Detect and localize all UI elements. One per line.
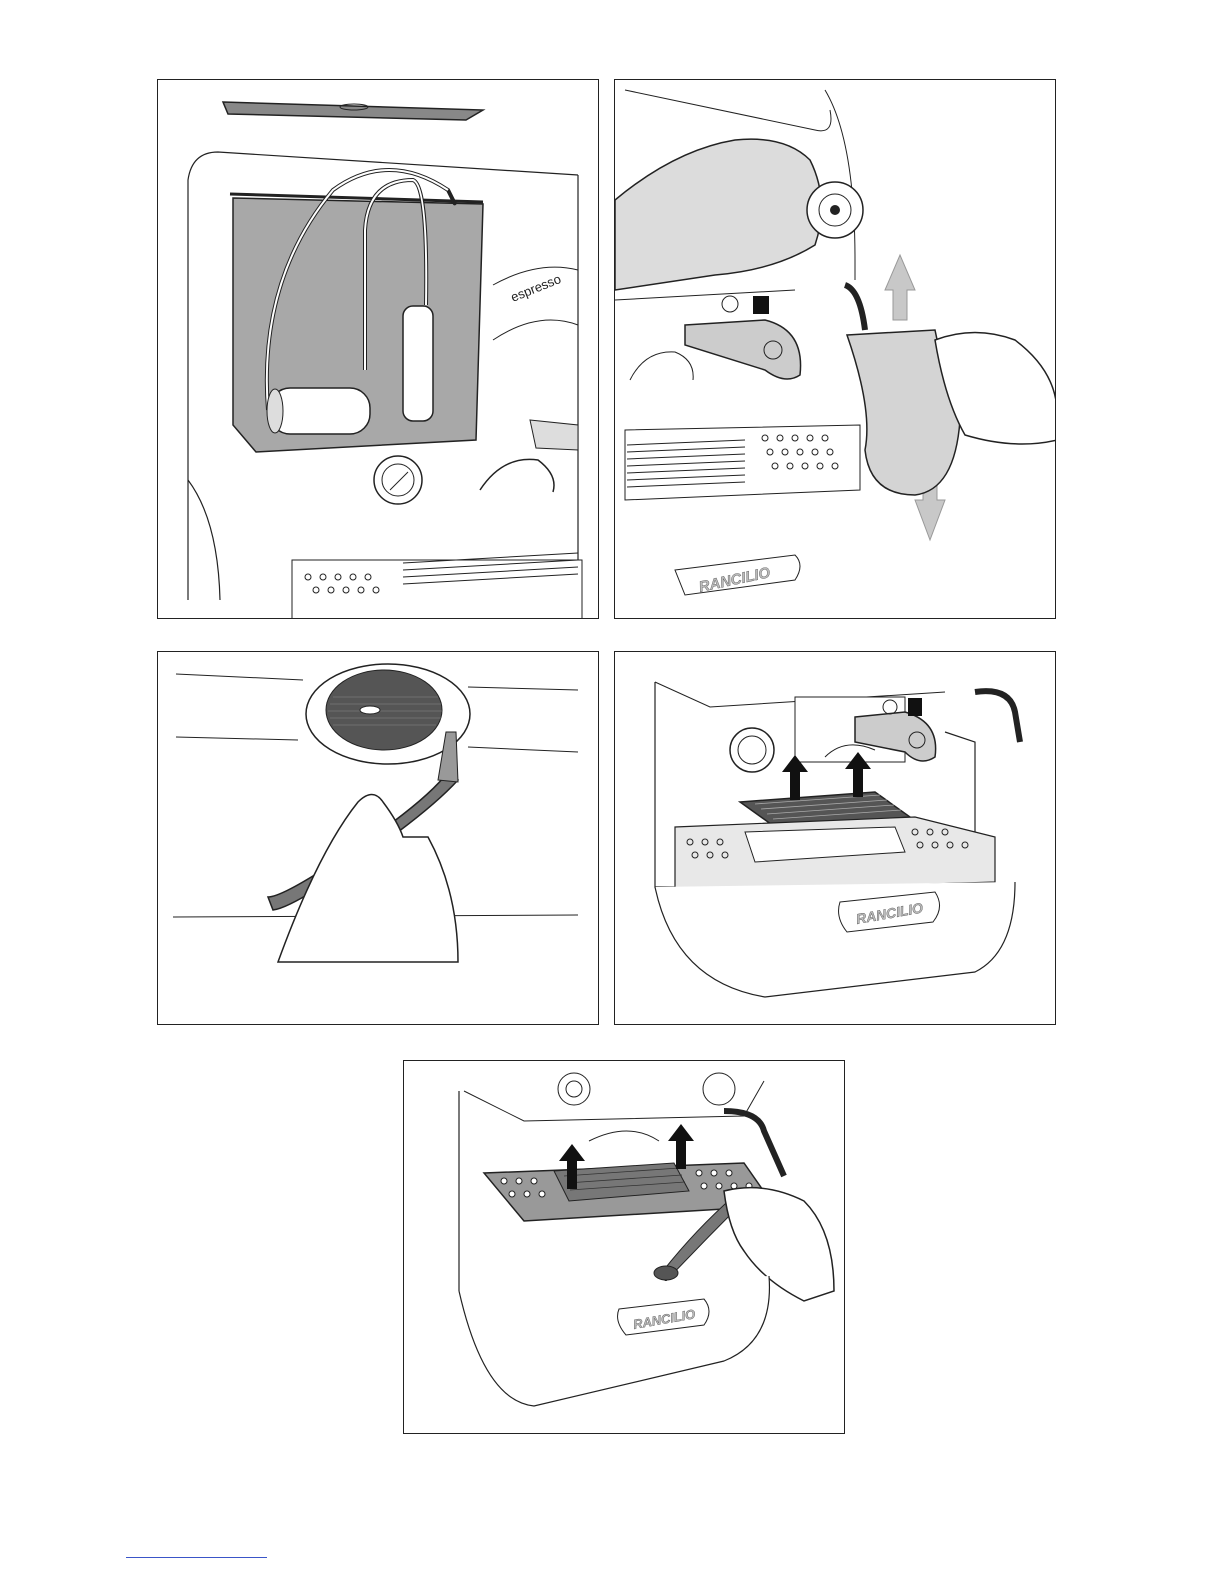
group-head-cleaning-illustration bbox=[158, 652, 599, 1025]
drip-tray-removal-illustration: RANCILIO bbox=[404, 1061, 845, 1434]
figure-steam-frothing: RANCILIO bbox=[614, 79, 1056, 619]
water-tank-illustration: espresso bbox=[158, 80, 599, 619]
figure-water-tank: espresso bbox=[157, 79, 599, 619]
steam-frothing-illustration: RANCILIO bbox=[615, 80, 1056, 619]
up-arrow bbox=[885, 255, 915, 320]
figure-group-head-cleaning bbox=[157, 651, 599, 1025]
footer-rule bbox=[126, 1557, 267, 1558]
hand-with-brush bbox=[278, 795, 458, 963]
drip-grid-removal-illustration: RANCILIO bbox=[615, 652, 1056, 1025]
level-probe bbox=[403, 306, 433, 421]
figure-drip-tray-removal: RANCILIO bbox=[403, 1060, 845, 1434]
intake-filter bbox=[270, 388, 370, 434]
figure-drip-grid-removal: RANCILIO bbox=[614, 651, 1056, 1025]
tank-lid bbox=[223, 102, 483, 120]
hand-turning-knob bbox=[615, 139, 821, 290]
machine-label: espresso bbox=[509, 271, 564, 305]
up-arrow-right bbox=[668, 1124, 694, 1169]
shower-screen bbox=[326, 670, 442, 750]
